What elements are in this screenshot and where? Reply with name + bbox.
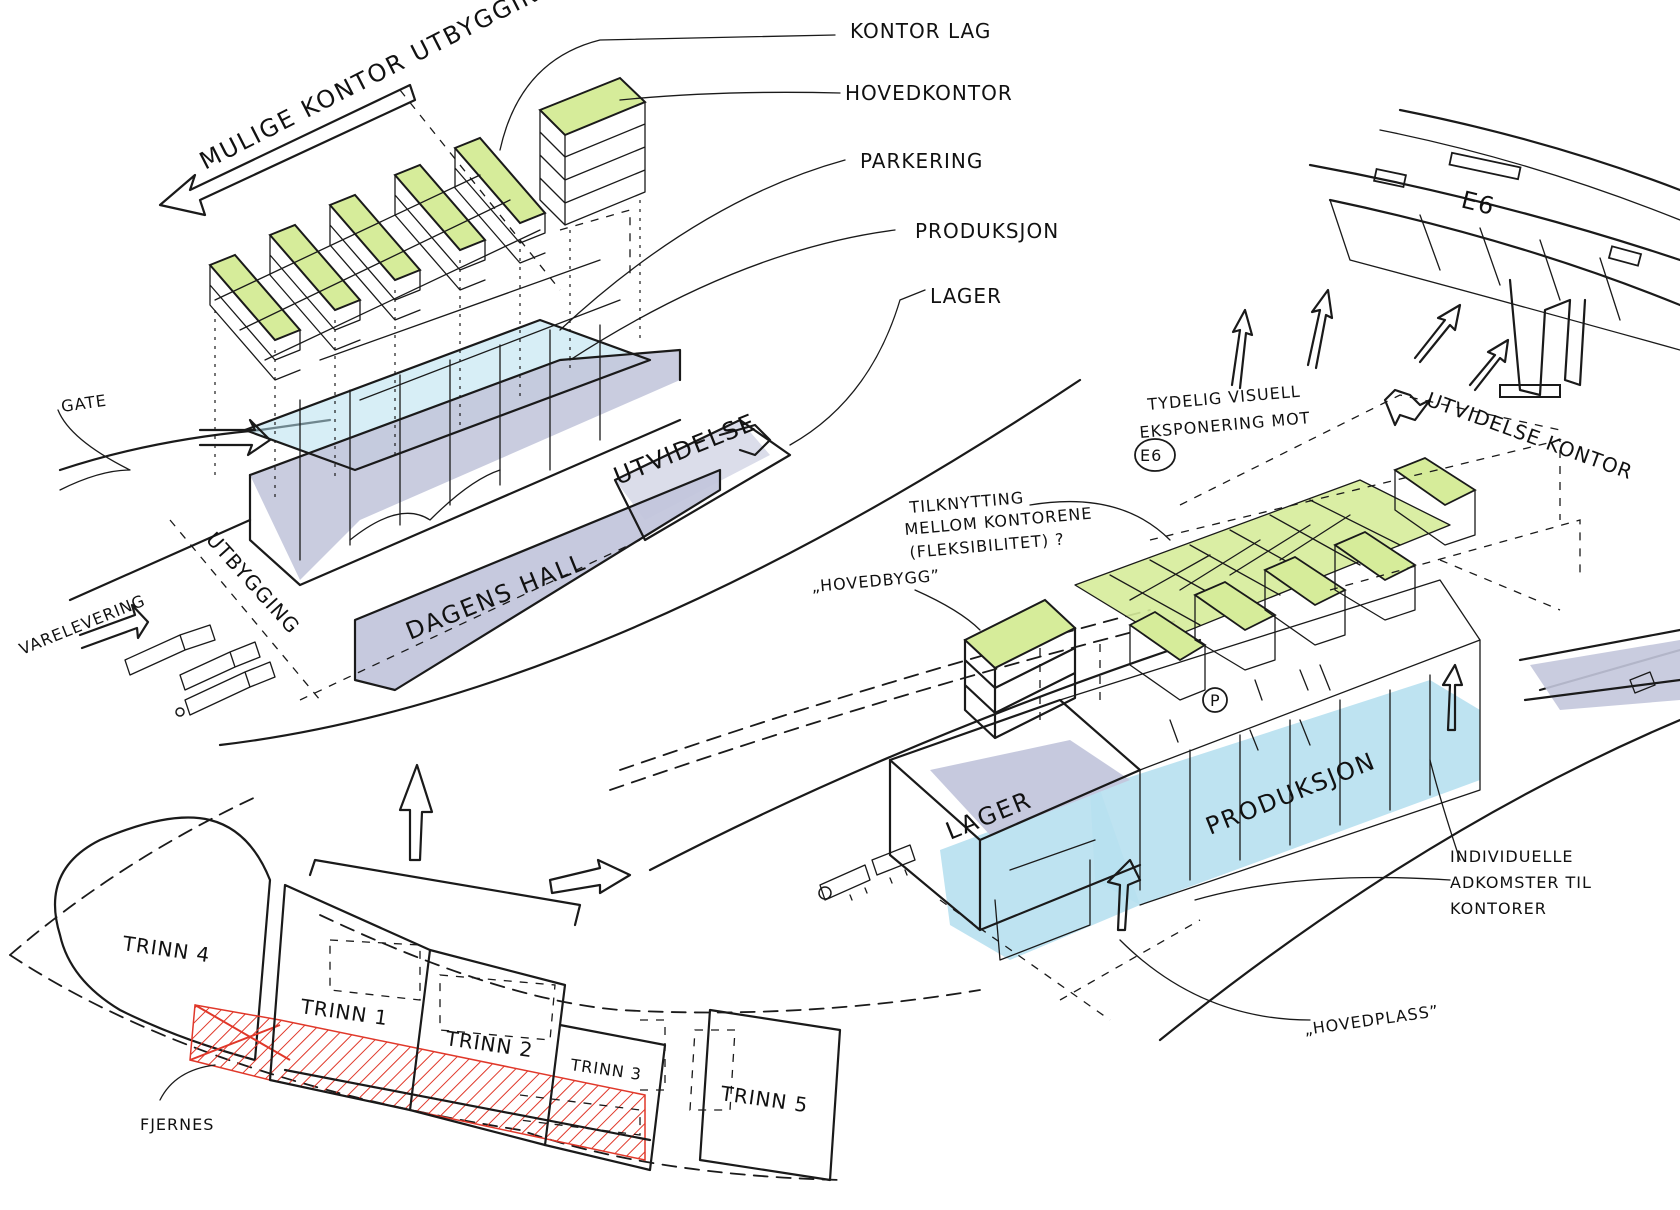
label-parkering: PARKERING — [860, 149, 983, 173]
hovedbygg-roof — [963, 598, 1077, 670]
up-arrow-icon — [398, 763, 434, 862]
label-individuelle-1: INDIVIDUELLE — [1450, 847, 1573, 866]
label-e6: E6 — [1459, 186, 1499, 221]
street-line — [58, 418, 332, 472]
gate-arrow-icon — [198, 418, 272, 457]
dagens-hall-volume — [250, 350, 680, 580]
label-e6-circle: E6 — [1140, 446, 1162, 465]
label-trinn1: TRINN 1 — [298, 994, 389, 1030]
label-trinn5: TRINN 5 — [718, 1081, 809, 1117]
label-hovedbygg: „HOVEDBYGG” — [811, 566, 941, 596]
site-plan — [9, 763, 981, 1182]
label-utvidelse-kontor: UTVIDELSE KONTOR — [1423, 387, 1636, 484]
left-arrow-icon — [158, 83, 417, 217]
label-fjernes: FJERNES — [140, 1115, 214, 1134]
label-individuelle-2: ADKOMSTER TIL — [1450, 873, 1592, 892]
label-hovedkontor: HOVEDKONTOR — [845, 81, 1013, 105]
dagens-hall-base — [355, 470, 720, 690]
label-trinn4: TRINN 4 — [120, 931, 211, 967]
label-tydelig-1: TYDELIG VISUELL — [1146, 382, 1302, 414]
exposure-arrows — [1230, 288, 1510, 392]
lager-lavender — [930, 740, 1130, 835]
e6-highway — [1308, 108, 1680, 398]
up-arrow-icon — [1106, 858, 1142, 932]
label-gate: GATE — [60, 391, 108, 416]
left-arrow-icon — [1383, 388, 1432, 427]
label-produksjon-top: PRODUKSJON — [915, 219, 1059, 243]
label-kontor-lag: KONTOR LAG — [850, 19, 991, 43]
production-hall-top — [245, 320, 650, 470]
up-arrow-icon — [1306, 288, 1334, 370]
parking-icon: P — [1210, 691, 1221, 710]
up-arrow-icon — [1230, 308, 1254, 390]
label-individuelle-3: KONTORER — [1450, 899, 1547, 918]
right-arrow-icon — [548, 858, 632, 895]
train — [818, 844, 916, 901]
label-tydelig-2: EKSPONERING MOT — [1139, 408, 1312, 442]
label-mulige-kontor-utbygging: MULIGE KONTOR UTBYGGING — [195, 0, 562, 175]
up-arrow-icon — [1413, 303, 1462, 364]
hovedkontor-tower — [538, 76, 647, 226]
varelevering-arrow-icon — [78, 603, 150, 650]
e6-circle-icon — [1134, 438, 1176, 472]
up-arrow-icon — [1441, 663, 1464, 732]
top-left-axonometric — [57, 34, 1082, 747]
label-lager-top: LAGER — [930, 284, 1002, 308]
production-blue — [1090, 680, 1480, 905]
up-arrow-icon — [1468, 338, 1510, 392]
label-trinn3: TRINN 3 — [568, 1055, 643, 1084]
utvidelse-arrow-icon — [718, 423, 772, 457]
right-axonometric: P — [609, 394, 1680, 1042]
utvidelse-volume — [615, 420, 770, 520]
trucks — [124, 624, 276, 717]
label-hovedplass: „HOVEDPLASS” — [1303, 1001, 1440, 1039]
office-bars — [208, 136, 547, 381]
